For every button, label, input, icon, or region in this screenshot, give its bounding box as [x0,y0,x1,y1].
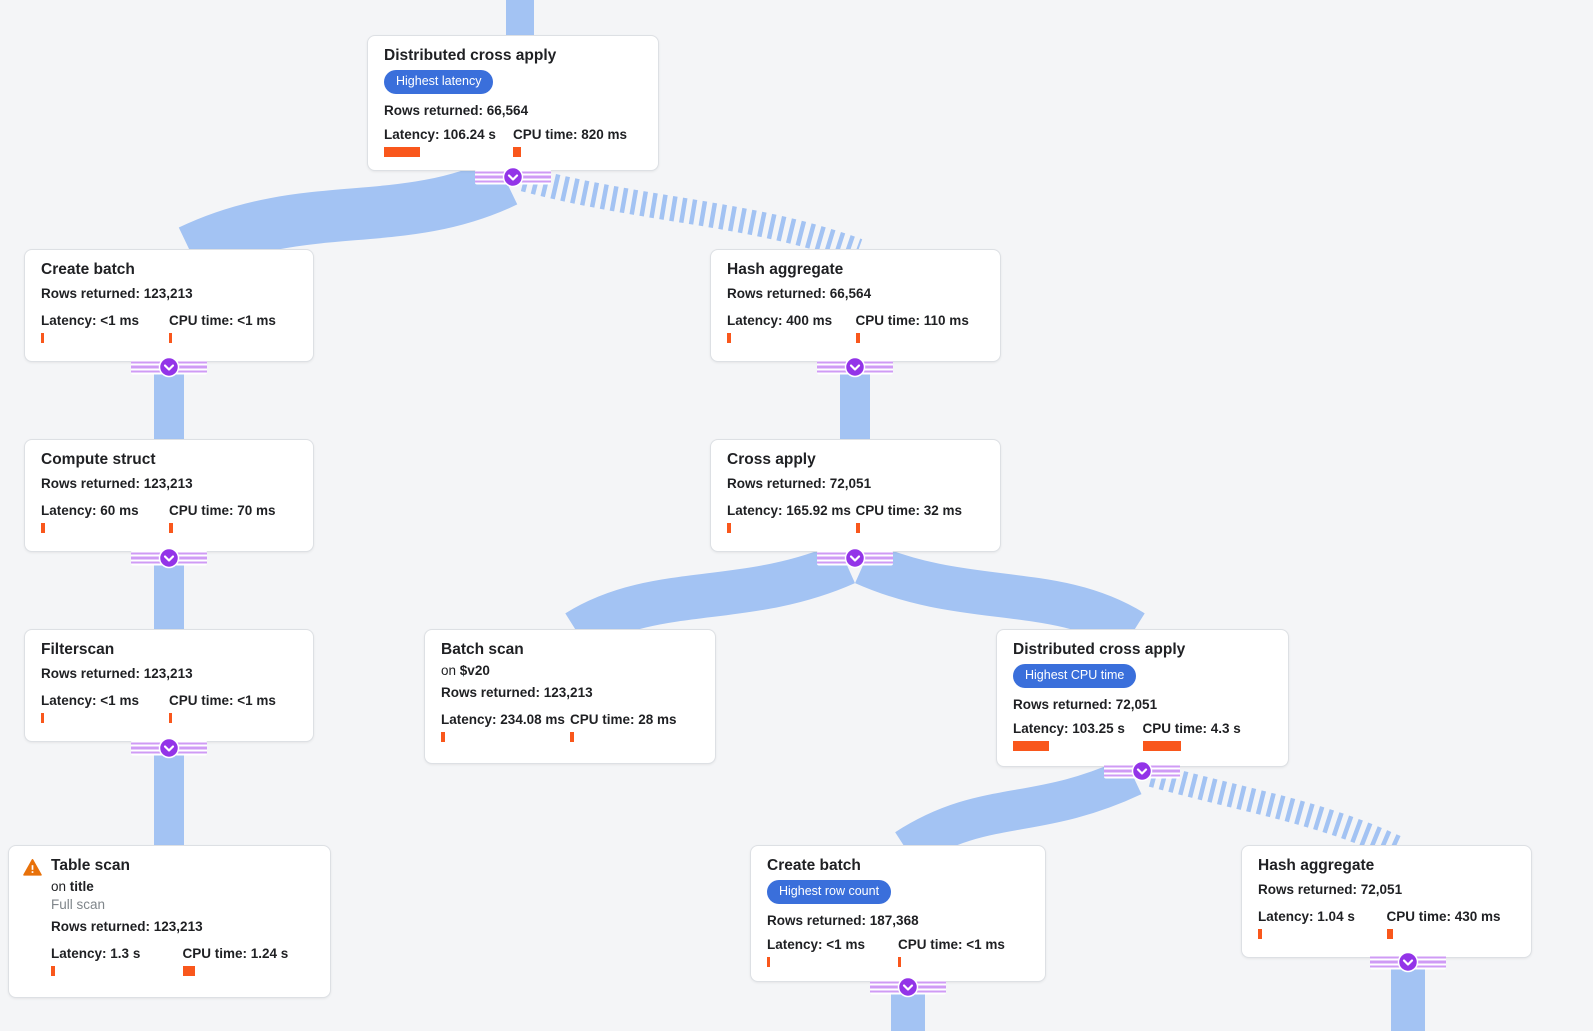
latency-metric: Latency: 103.25 s [1013,721,1143,751]
latency-metric: Latency: 234.08 ms [441,712,570,742]
latency-bar [441,732,445,742]
cpu-bar [855,523,860,533]
edge-root-to-create-batch [178,157,518,275]
highlight-badge: Highest row count [767,880,892,904]
node-title: Distributed cross apply [1013,641,1186,658]
node-title: Table scan [51,857,130,874]
cpu-metric: CPU time: 430 ms [1386,909,1516,939]
cpu-metric: CPU time: 70 ms [169,503,297,533]
rows-returned: Rows returned: 66,564 [727,286,872,301]
cpu-bar [1142,740,1181,751]
rows-returned: Rows returned: 72,051 [1258,882,1403,897]
cpu-bar [169,523,173,533]
node-title: Create batch [767,857,861,874]
edge-cross-apply-to-dca2 [855,542,1145,651]
cpu-bar [169,713,172,723]
cpu-bar [570,732,574,742]
cpu-bar [855,333,860,343]
node-batch-scan[interactable]: Batch scan on $v20 Rows returned: 123,21… [424,629,716,764]
rows-returned: Rows returned: 123,213 [41,286,193,301]
scan-type-note: Full scan [51,897,106,912]
latency-bar [767,956,770,967]
collapse-chevron-icon[interactable] [129,547,209,569]
latency-metric: Latency: 60 ms [41,503,169,533]
node-hash-aggregate[interactable]: Hash aggregate Rows returned: 66,564 Lat… [710,249,1001,362]
node-title: Cross apply [727,451,816,468]
collapse-chevron-icon[interactable] [815,356,895,378]
edge-dca2-to-create-batch2 [895,757,1142,866]
rows-returned: Rows returned: 123,213 [41,476,193,491]
node-title: Create batch [41,261,135,278]
highlight-badge: Highest latency [384,70,494,94]
cpu-metric: CPU time: <1 ms [169,693,297,723]
node-compute-struct[interactable]: Compute struct Rows returned: 123,213 La… [24,439,314,552]
edge-root-to-hash-aggregate [520,166,863,263]
collapse-chevron-icon[interactable] [1368,951,1448,973]
latency-bar [41,523,45,533]
rows-returned: Rows returned: 187,368 [767,912,919,928]
cpu-bar [513,146,521,157]
scan-target: on title [51,879,94,894]
latency-metric: Latency: <1 ms [41,313,169,343]
node-create-batch[interactable]: Create batch Rows returned: 123,213 Late… [24,249,314,362]
cpu-metric: CPU time: 4.3 s [1142,721,1273,751]
edge-dca2-to-hash-aggregate2 [1148,763,1406,860]
latency-bar [41,713,44,723]
latency-bar [1258,929,1262,939]
cpu-bar [169,333,172,343]
latency-bar [1013,740,1049,751]
node-title: Distributed cross apply [384,47,557,64]
collapse-chevron-icon[interactable] [473,166,553,188]
collapse-chevron-icon[interactable] [129,356,209,378]
rows-returned: Rows returned: 66,564 [384,102,529,118]
latency-bar [384,146,420,157]
rows-returned: Rows returned: 123,213 [51,919,203,934]
highlight-badge: Highest CPU time [1013,664,1137,688]
node-distributed-cross-apply-2[interactable]: Distributed cross apply Highest CPU time… [996,629,1289,767]
node-title: Hash aggregate [1258,857,1375,874]
latency-metric: Latency: <1 ms [767,937,898,967]
cpu-metric: CPU time: <1 ms [898,937,1029,967]
rows-returned: Rows returned: 123,213 [41,666,193,681]
latency-bar [41,333,44,343]
cpu-metric: CPU time: 28 ms [570,712,699,742]
latency-bar [51,966,55,976]
cpu-metric: CPU time: 32 ms [855,503,985,533]
cpu-bar [182,966,195,976]
node-create-batch-2[interactable]: Create batch Highest row count Rows retu… [750,845,1046,982]
scan-target: on $v20 [441,663,490,678]
warning-icon [23,859,42,876]
latency-bar [727,523,731,533]
node-title: Compute struct [41,451,156,468]
latency-metric: Latency: <1 ms [41,693,169,723]
latency-metric: Latency: 1.04 s [1258,909,1387,939]
rows-returned: Rows returned: 72,051 [1013,696,1158,712]
edge-cross-apply-to-batch-scan [565,542,855,651]
collapse-chevron-icon[interactable] [868,976,948,998]
collapse-chevron-icon[interactable] [129,737,209,759]
node-distributed-cross-apply-root[interactable]: Distributed cross apply Highest latency … [367,35,659,171]
cpu-metric: CPU time: 1.24 s [182,946,315,976]
node-title: Batch scan [441,641,524,658]
collapse-chevron-icon[interactable] [1102,760,1182,782]
cpu-bar [1386,929,1393,939]
cpu-metric: CPU time: <1 ms [169,313,297,343]
node-filterscan[interactable]: Filterscan Rows returned: 123,213 Latenc… [24,629,314,742]
rows-returned: Rows returned: 72,051 [727,476,872,491]
rows-returned: Rows returned: 123,213 [441,685,593,700]
latency-metric: Latency: 1.3 s [51,946,183,976]
latency-bar [727,333,731,343]
cpu-metric: CPU time: 820 ms [513,127,642,157]
node-hash-aggregate-2[interactable]: Hash aggregate Rows returned: 72,051 Lat… [1241,845,1532,958]
node-cross-apply[interactable]: Cross apply Rows returned: 72,051 Latenc… [710,439,1001,552]
collapse-chevron-icon[interactable] [815,547,895,569]
latency-metric: Latency: 165.92 ms [727,503,856,533]
node-title: Filterscan [41,641,115,658]
latency-metric: Latency: 400 ms [727,313,856,343]
cpu-metric: CPU time: 110 ms [855,313,985,343]
node-table-scan[interactable]: Table scan on title Full scan Rows retur… [8,845,331,998]
latency-metric: Latency: 106.24 s [384,127,513,157]
node-title: Hash aggregate [727,261,844,278]
cpu-bar [898,956,901,967]
